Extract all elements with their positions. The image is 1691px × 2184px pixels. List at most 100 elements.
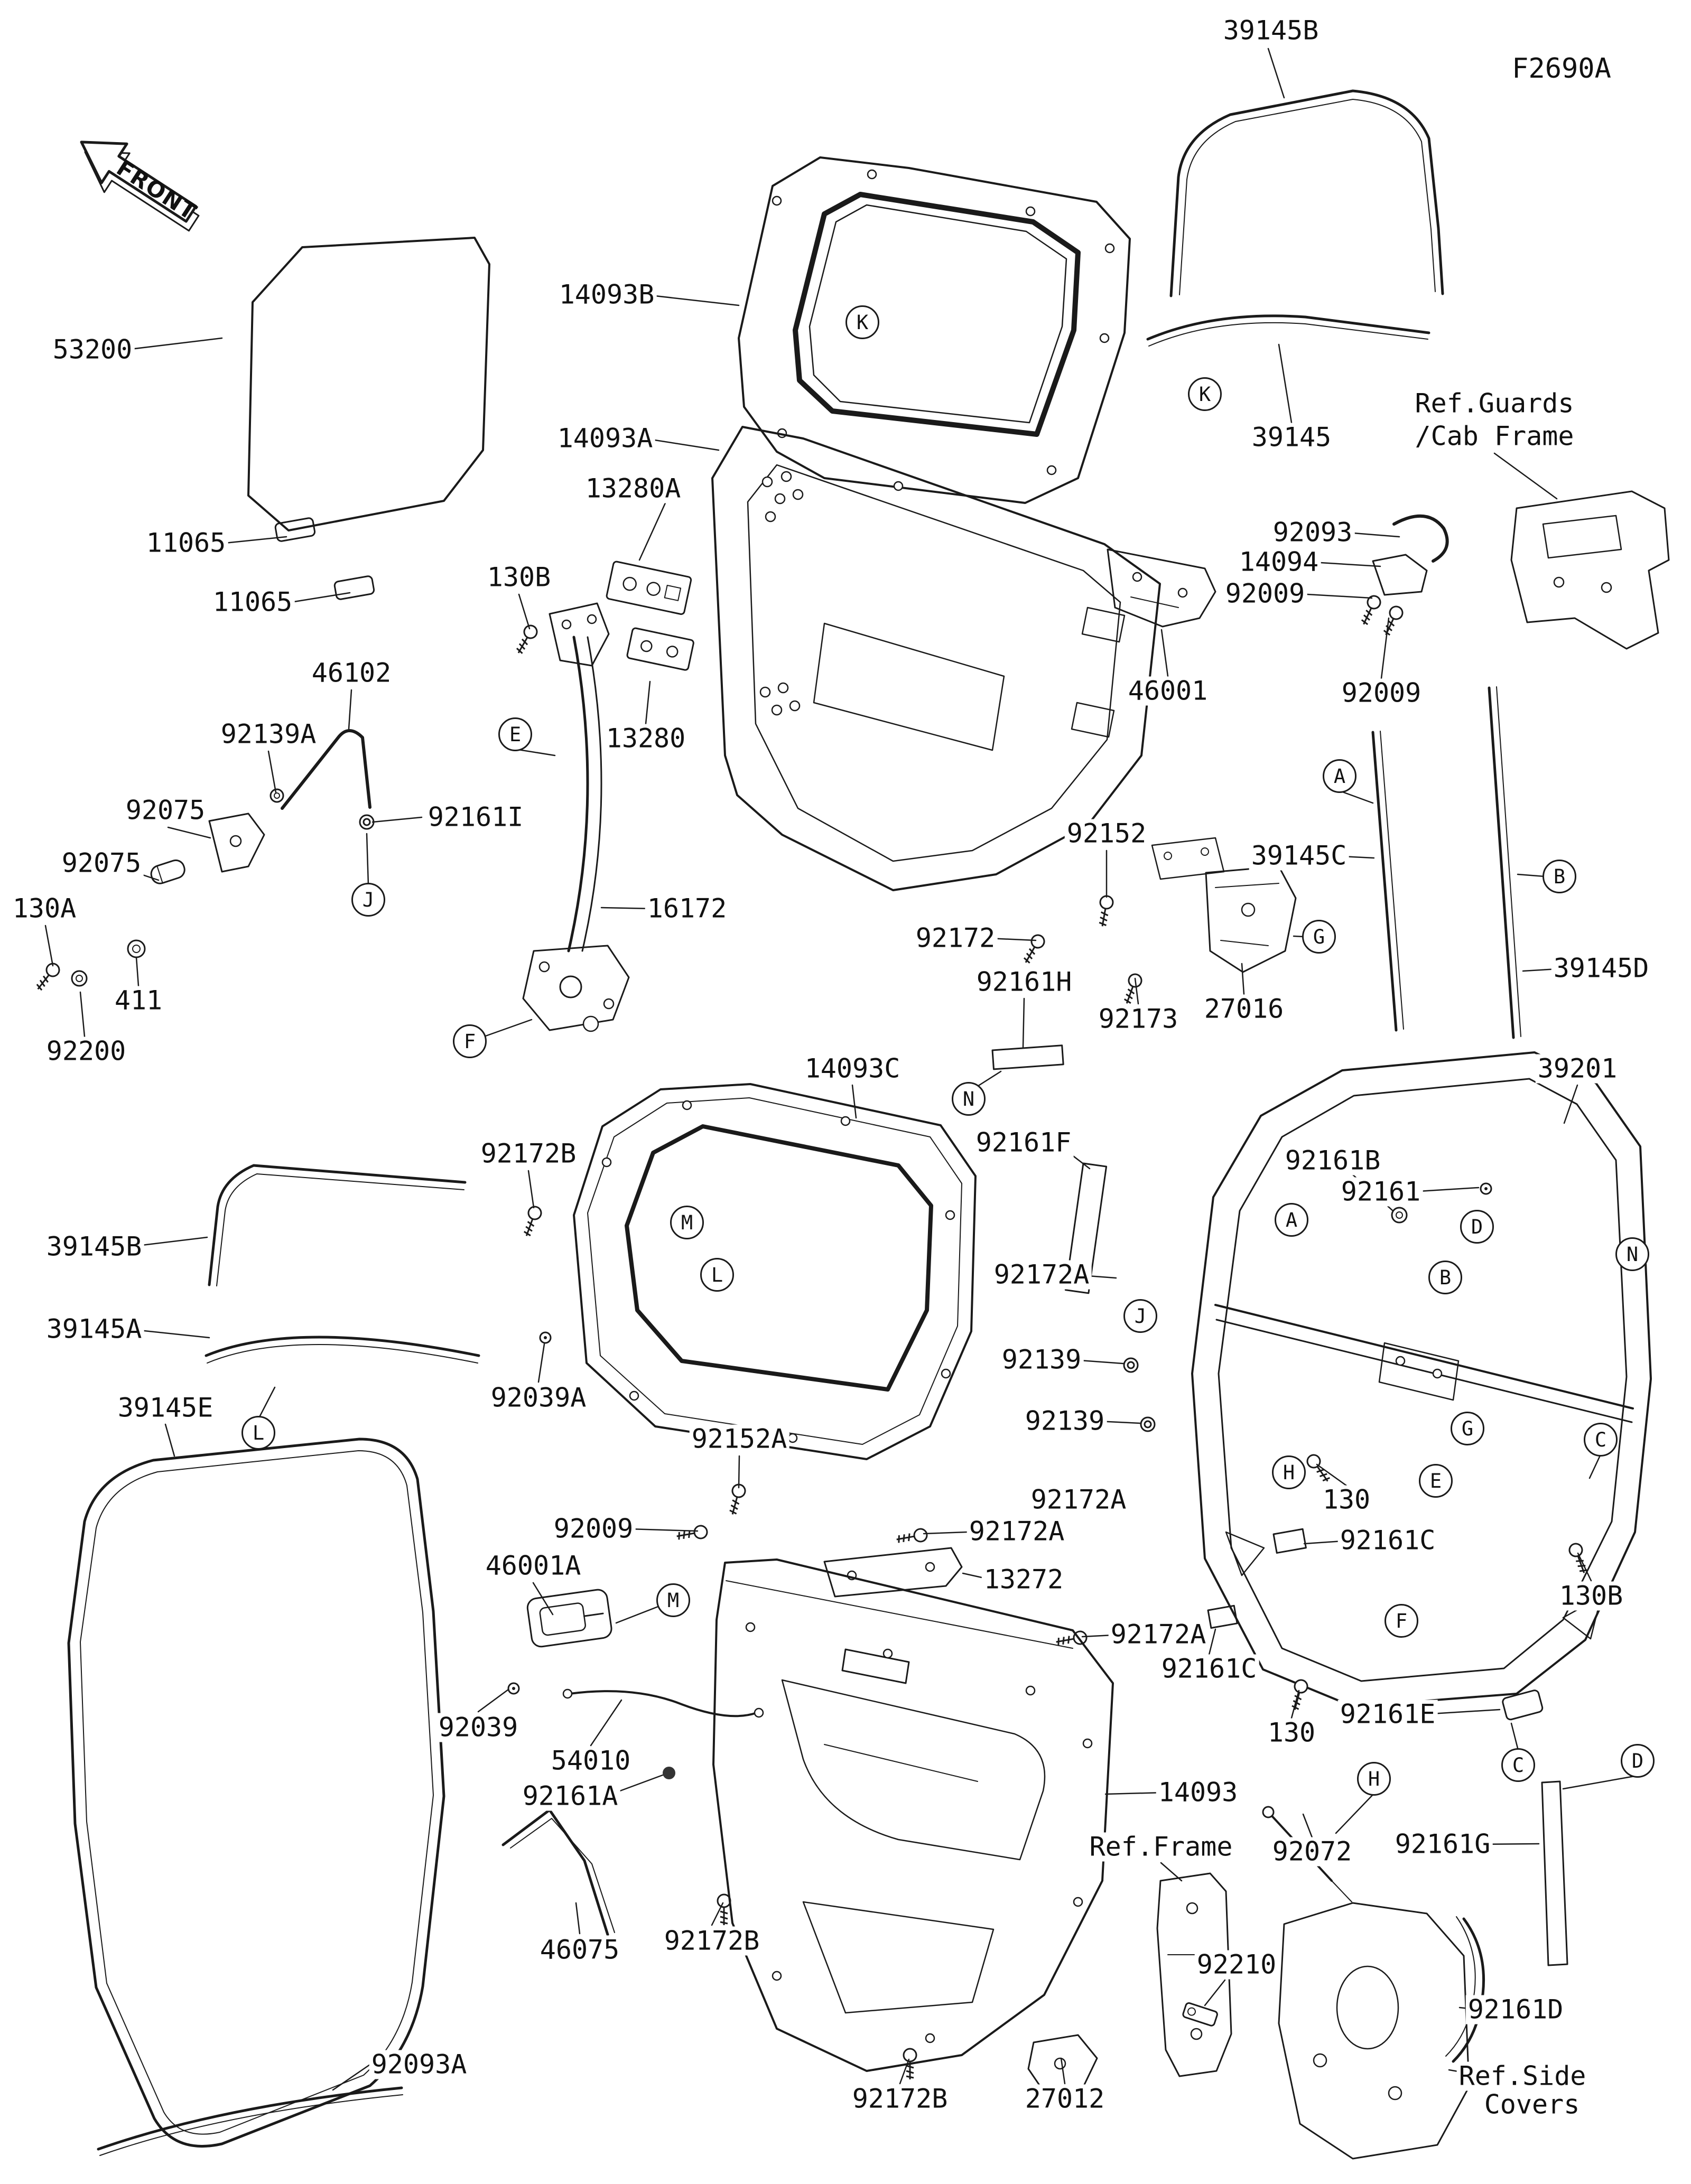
callout-j: J: [1123, 1299, 1157, 1333]
part-label-92161g: 92161G: [1392, 1830, 1493, 1859]
washer-92200: [71, 970, 88, 987]
window-glass-53200: [247, 237, 490, 531]
strip-39145C: [1371, 731, 1404, 1032]
part-label-27012: 27012: [1023, 2084, 1107, 2114]
part-label-130a: 130A: [10, 894, 79, 923]
part-label-92039: 92039: [436, 1713, 521, 1742]
nut-92139: [1140, 1416, 1156, 1432]
seal-39145B-left: [208, 1164, 467, 1286]
nut-92139: [1123, 1357, 1139, 1373]
pad-92161C: [1207, 1604, 1238, 1629]
part-label--cab-frame: /Cab Frame: [1413, 422, 1576, 451]
screw-92172A: [895, 1527, 929, 1547]
part-label-92009: 92009: [1223, 579, 1307, 609]
callout-f: F: [453, 1024, 487, 1058]
latch-27016: [1205, 865, 1297, 973]
bracket-92075: [208, 813, 265, 873]
seal-39145A: [205, 1336, 480, 1364]
bolt-130: [1304, 1451, 1334, 1486]
washer-411: [127, 939, 146, 958]
part-label-92161i: 92161I: [425, 802, 526, 832]
screw-92009: [1357, 593, 1383, 628]
part-label-92172b: 92172B: [662, 1926, 762, 1956]
grommet-92161B: [1391, 1207, 1408, 1224]
part-label-92161b: 92161B: [1283, 1146, 1383, 1175]
window-seal-39145B-top: [1169, 89, 1444, 297]
part-label-92161c: 92161C: [1159, 1654, 1259, 1684]
part-label-130b: 130B: [1557, 1581, 1625, 1611]
part-label-27016: 27016: [1202, 994, 1286, 1024]
callout-a: A: [1323, 759, 1356, 793]
callout-k: K: [1188, 377, 1222, 411]
callout-h: H: [1272, 1455, 1306, 1489]
part-label-92009: 92009: [551, 1514, 636, 1544]
bolt-130: [1288, 1677, 1310, 1713]
ref-frame-bracket: [1156, 1872, 1232, 2077]
part-label-92200: 92200: [44, 1037, 128, 1066]
part-label-39145c: 39145C: [1249, 841, 1349, 871]
part-label-130: 130: [1320, 1485, 1373, 1515]
part-label-14093a: 14093A: [555, 424, 655, 453]
part-label-39145b: 39145B: [1221, 16, 1321, 45]
part-label-92161d: 92161D: [1465, 1995, 1566, 2024]
callout-m: M: [656, 1583, 690, 1617]
screw-130A: [32, 960, 63, 994]
part-label-13272: 13272: [981, 1565, 1066, 1594]
part-label-92072: 92072: [1270, 1837, 1354, 1866]
part-label-14094: 14094: [1237, 547, 1321, 577]
callout-a: A: [1275, 1203, 1308, 1237]
part-label-16172: 16172: [645, 894, 729, 923]
part-label-ref-guards: Ref.Guards: [1413, 389, 1576, 418]
callout-j: J: [351, 883, 385, 917]
pad-92161C: [1272, 1528, 1307, 1554]
part-label-92173: 92173: [1096, 1004, 1181, 1034]
seal-strip-39145: [1146, 314, 1430, 347]
part-label-39145: 39145: [1249, 423, 1334, 452]
part-label-92161: 92161: [1339, 1177, 1423, 1207]
callout-g: G: [1451, 1412, 1484, 1445]
part-label-92172a: 92172A: [1108, 1620, 1209, 1649]
callout-d: D: [1460, 1210, 1494, 1244]
callout-l: L: [700, 1258, 734, 1292]
part-label-92075: 92075: [123, 796, 208, 825]
part-label-39201: 39201: [1535, 1054, 1620, 1084]
striker-46001: [1107, 548, 1216, 628]
window-regulator-16172: [522, 602, 630, 1032]
callout-e: E: [1419, 1464, 1453, 1498]
part-label-92161e: 92161E: [1337, 1700, 1438, 1729]
part-label-92009: 92009: [1339, 678, 1424, 708]
callout-f: F: [1385, 1604, 1418, 1638]
strip-92093A: [97, 2086, 403, 2156]
screw-130B: [512, 622, 540, 657]
cable-54010: [569, 1690, 758, 1718]
pad-92161E: [1502, 1690, 1544, 1721]
bracket-13280: [626, 627, 694, 671]
part-label-92161a: 92161A: [520, 1781, 620, 1811]
front-arrow: FRONT: [80, 141, 202, 232]
callout-e: E: [498, 717, 532, 751]
screw-92152: [1095, 894, 1115, 928]
part-label-39145a: 39145A: [44, 1314, 144, 1344]
part-label-covers: Covers: [1482, 2090, 1582, 2120]
part-label-130b: 130B: [485, 563, 553, 592]
screw-92172B: [519, 1204, 544, 1239]
handle-46001A: [526, 1589, 612, 1648]
part-label-92172b: 92172B: [478, 1139, 579, 1169]
part-label-53200: 53200: [50, 335, 135, 365]
door-frame-14093C: [519, 1083, 977, 1460]
part-label-92139: 92139: [999, 1345, 1084, 1375]
part-label-46075: 46075: [537, 1935, 622, 1965]
part-label-13280a: 13280A: [583, 474, 683, 503]
damper-92161A: [663, 1767, 675, 1779]
callout-n: N: [1615, 1237, 1649, 1271]
callout-n: N: [952, 1082, 986, 1116]
callout-c: C: [1501, 1748, 1535, 1782]
callout-m: M: [670, 1206, 704, 1239]
part-label-92152a: 92152A: [689, 1424, 789, 1454]
rivet-92039A: [539, 1331, 552, 1344]
part-label-11065: 11065: [144, 528, 228, 558]
screw-92009: [675, 1524, 709, 1544]
rod-46102-hardware: [32, 729, 375, 994]
part-label-92161h: 92161H: [974, 967, 1074, 997]
